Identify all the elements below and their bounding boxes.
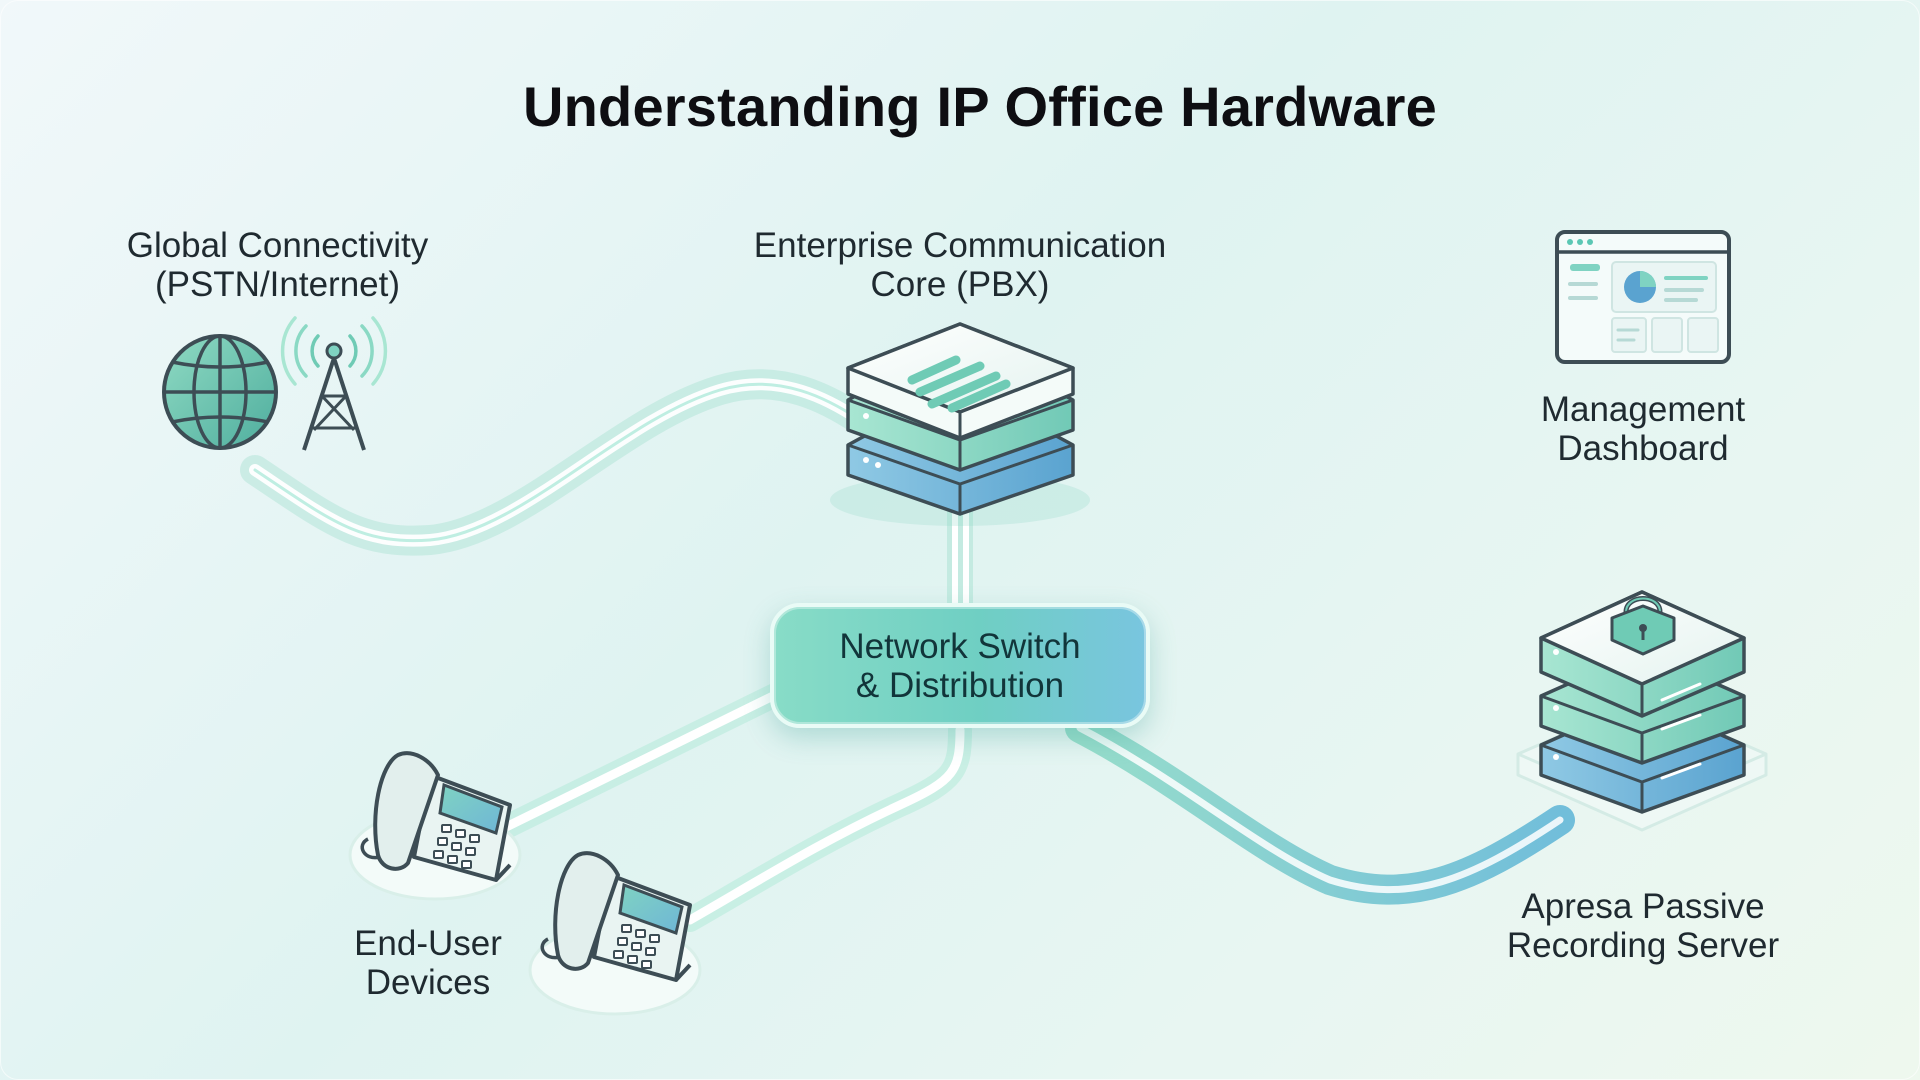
pbx-label: Enterprise Communication Core (PBX) [700, 226, 1220, 304]
switch-label-line-2: & Distribution [855, 665, 1065, 705]
devices-label-line-2: Devices [365, 963, 491, 1002]
recorder-label: Apresa Passive Recording Server [1470, 887, 1816, 965]
radio-tower-icon [280, 316, 388, 451]
cable-internet-to-pbx [240, 369, 875, 556]
pbx-label-line-2: Core (PBX) [870, 265, 1050, 304]
dashboard-label: Management Dashboard [1490, 390, 1796, 468]
page-title: Understanding IP Office Hardware [522, 75, 1438, 138]
dashboard-label-line-2: Dashboard [1557, 429, 1729, 468]
desk-phone-icon [528, 851, 702, 1016]
switch-label-line-1: Network Switch [839, 626, 1081, 666]
desk-phone-icon [348, 751, 522, 901]
cable-switch-to-phone-2 [678, 718, 972, 932]
dashboard-label-line-1: Management [1540, 390, 1746, 429]
switch-label: Network Switch & Distribution [839, 627, 1080, 705]
pbx-label-line-1: Enterprise Communication [753, 226, 1167, 265]
recorder-label-line-2: Recording Server [1506, 926, 1780, 965]
recorder-label-line-1: Apresa Passive [1521, 887, 1765, 926]
recording-server-icon [1516, 590, 1768, 832]
cable-switch-to-recorder [1065, 713, 1575, 905]
dashboard-window-icon [1555, 230, 1731, 364]
connectivity-label: Global Connectivity (PSTN/Internet) [70, 226, 485, 304]
cable-switch-to-phone-1 [488, 683, 787, 842]
network-switch-node: Network Switch & Distribution [770, 603, 1150, 728]
devices-label: End-User Devices [300, 924, 556, 1002]
connectivity-label-line-2: (PSTN/Internet) [154, 265, 401, 304]
globe-icon [162, 334, 278, 450]
pbx-server-icon [830, 322, 1090, 526]
padlock-icon [1610, 596, 1676, 656]
connectivity-label-line-1: Global Connectivity [126, 226, 429, 265]
devices-label-line-1: End-User [354, 924, 502, 963]
cable-pbx-to-switch [947, 505, 973, 610]
